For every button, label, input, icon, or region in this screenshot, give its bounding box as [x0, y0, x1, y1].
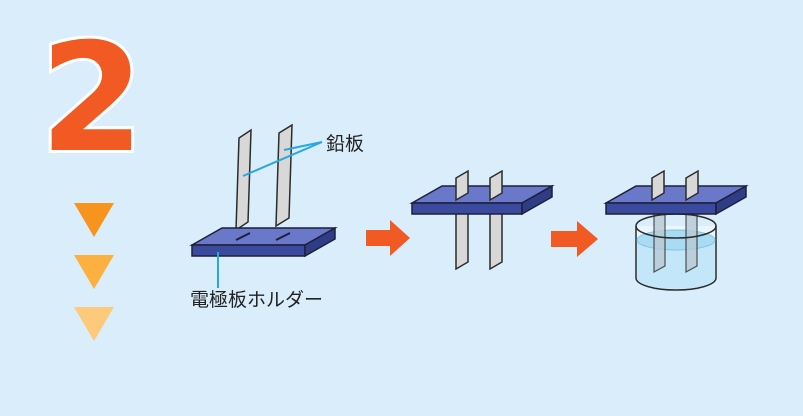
holder-slot-left — [235, 232, 251, 241]
beaker-plate-left-upper — [651, 169, 665, 202]
right-arrow-2 — [551, 221, 598, 257]
down-arrow-1 — [74, 203, 114, 237]
beaker-plate-right-upper — [685, 169, 699, 202]
inserted-plate-left-upper — [455, 169, 469, 202]
lead-plate-left — [235, 128, 252, 232]
holder-side-face — [304, 226, 336, 258]
holder2-side-face — [521, 184, 553, 216]
label-lead-plate: 鉛板 — [326, 133, 364, 155]
leader-line-plate-left — [242, 141, 323, 177]
right-arrow-1 — [366, 220, 410, 256]
label-holder: 電極板ホルダー — [190, 289, 323, 311]
inserted-plate-right-upper — [489, 169, 503, 202]
down-arrow-2 — [74, 255, 114, 289]
lead-plate-right — [275, 123, 293, 228]
leader-line-plate-right — [283, 141, 323, 151]
beaker-water-surface — [636, 229, 716, 251]
panel-holder-on-beaker — [603, 169, 749, 291]
holder3-side-face — [715, 184, 747, 216]
step-number: 2 — [40, 12, 144, 186]
holder2-front-face — [411, 202, 523, 215]
panel-plates-inserted — [409, 169, 555, 271]
holder3-front-face — [605, 202, 717, 215]
down-arrows — [74, 203, 114, 341]
panel-lead-plates-and-holder: 鉛板 電極板ホルダー — [189, 123, 364, 311]
down-arrow-3 — [74, 307, 114, 341]
beaker-plate-left — [653, 206, 666, 274]
holder-slot-right — [275, 232, 291, 241]
beaker-plate-right — [685, 206, 698, 274]
holder-front-face — [191, 244, 306, 257]
